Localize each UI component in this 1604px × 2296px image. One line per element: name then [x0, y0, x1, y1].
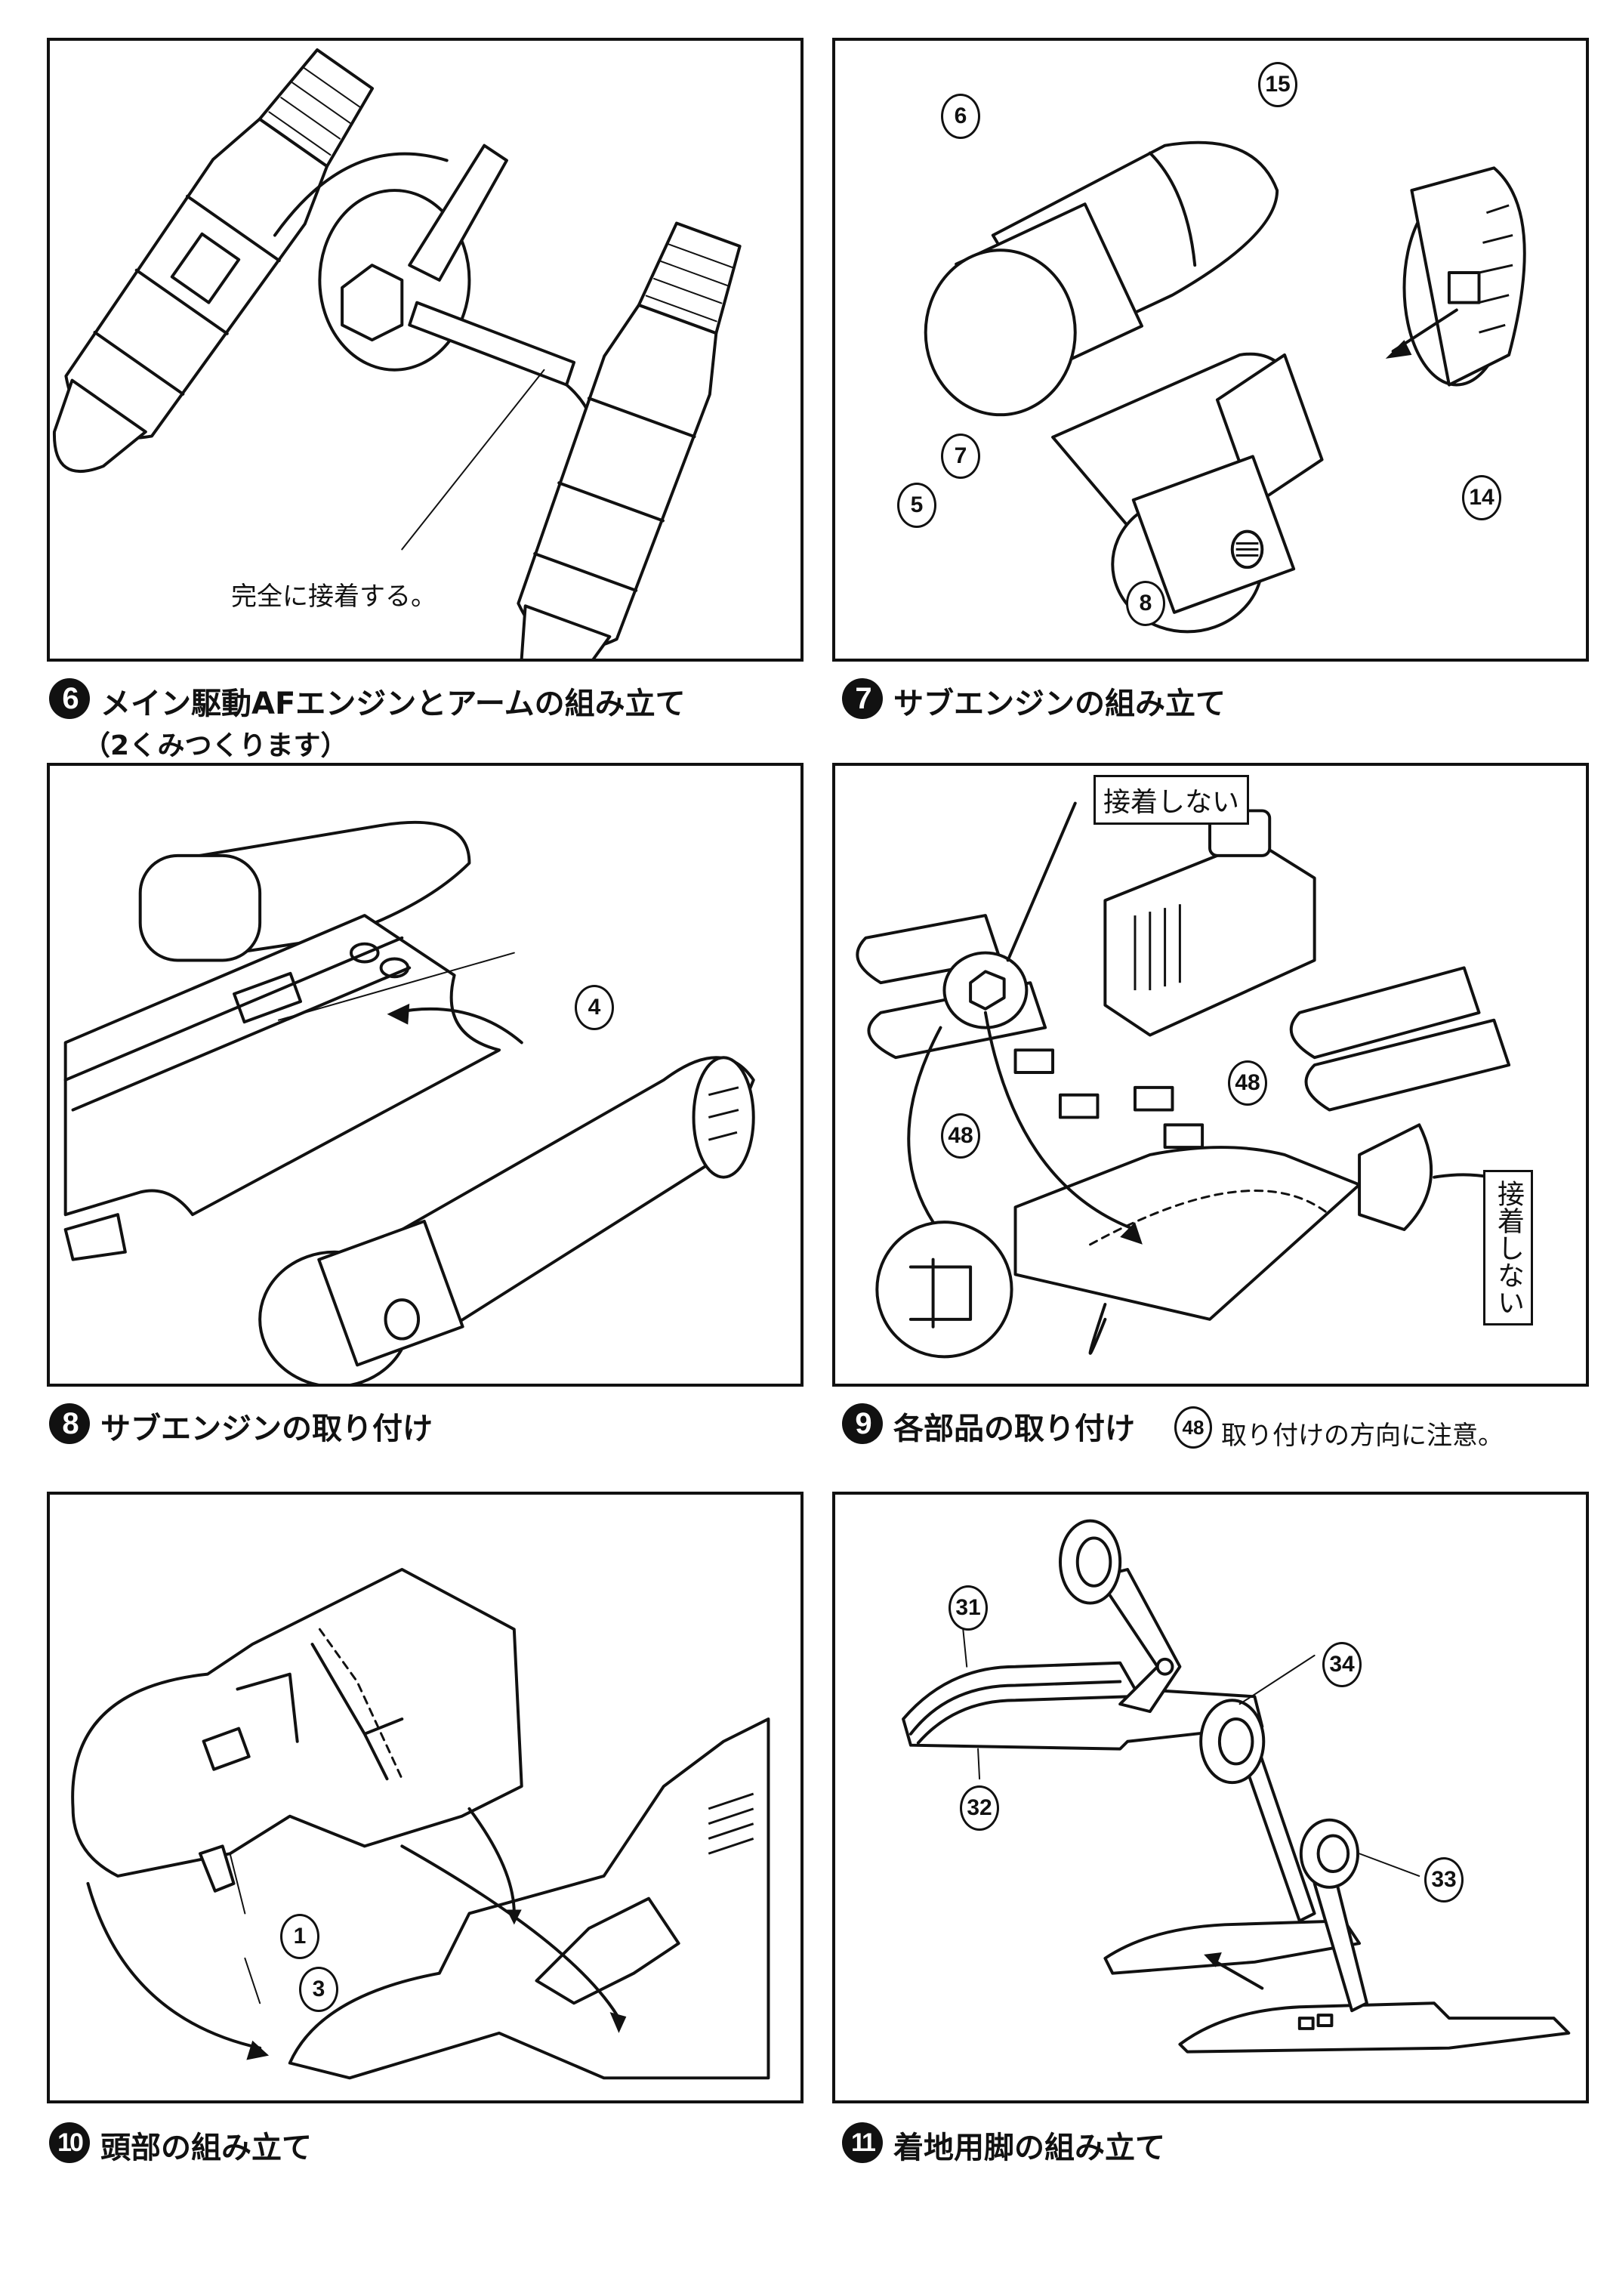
part-label-14: 14: [1462, 475, 1501, 520]
step-9-title: 各部品の取り付け: [893, 1412, 1135, 1446]
step-7-caption: 7 サブエンジンの組み立て: [842, 678, 1226, 719]
step-9-panel: 接着しない 接着しない 48 48: [832, 763, 1589, 1387]
part-label-33: 33: [1424, 1857, 1464, 1903]
step-6-title: メイン駆動AFエンジンとアームの組み立て: [100, 687, 686, 721]
sub-engine-mount-illustration: [63, 820, 755, 1384]
step-8-caption: 8 サブエンジンの取り付け: [49, 1403, 433, 1444]
step-6-panel: 完全に接着する。: [47, 38, 804, 662]
step-7-title: サブエンジンの組み立て: [893, 687, 1226, 721]
step-8-panel: 4: [47, 763, 804, 1387]
step-6-number: 6: [49, 678, 90, 719]
part-label-32: 32: [960, 1785, 999, 1831]
sub-engine-illustration: [924, 140, 1526, 634]
part-label-3: 3: [299, 1967, 338, 2012]
landing-leg-illustration: [902, 1519, 1571, 2054]
note-orientation-text: 取り付けの方向に注意。: [1221, 1421, 1504, 1451]
part-label-48-left: 48: [941, 1113, 980, 1159]
step-7-panel: 15 6 7 14 5 8: [832, 38, 1589, 662]
step-11-title: 着地用脚の組み立て: [893, 2131, 1165, 2165]
part-label-4: 4: [575, 985, 614, 1030]
step-10-caption: 10 頭部の組み立て: [49, 2122, 312, 2163]
no-glue-callout-side: 接着しない: [1483, 1170, 1533, 1325]
part-label-6: 6: [941, 94, 980, 139]
part-label-8: 8: [1126, 581, 1165, 626]
step-6-subtitle: （2くみつくります）: [83, 730, 348, 761]
step-8-number: 8: [49, 1403, 90, 1444]
parts-attachment-illustration: [856, 801, 1519, 1359]
part-label-48-right: 48: [1228, 1060, 1267, 1106]
part-label-5: 5: [897, 483, 936, 528]
glue-annotation: 完全に接着する。: [231, 582, 436, 612]
step-10-panel: 1 3: [47, 1492, 804, 2103]
part-label-7: 7: [941, 434, 980, 479]
step-9-orientation-note: 48 取り付けの方向に注意。: [1174, 1406, 1504, 1449]
no-glue-callout-top: 接着しない: [1093, 775, 1250, 825]
step-10-title: 頭部の組み立て: [100, 2131, 312, 2165]
step-7-number: 7: [842, 678, 883, 719]
step-10-number: 10: [49, 2122, 90, 2163]
part-label-34: 34: [1322, 1642, 1362, 1687]
step-9-caption: 9 各部品の取り付け: [842, 1403, 1135, 1444]
step-11-panel: 31 32 34 33: [832, 1492, 1589, 2103]
part-label-1: 1: [280, 1914, 319, 1959]
note-part-48: 48: [1174, 1406, 1212, 1449]
part-label-31: 31: [949, 1585, 988, 1631]
main-engine-arm-illustration: [52, 48, 742, 659]
step-8-title: サブエンジンの取り付け: [100, 1412, 433, 1446]
step-9-number: 9: [842, 1403, 883, 1444]
step-11-number: 11: [842, 2122, 883, 2163]
head-assembly-illustration: [71, 1568, 770, 2080]
part-label-15: 15: [1258, 62, 1297, 107]
step-11-caption: 11 着地用脚の組み立て: [842, 2122, 1165, 2163]
step-6-caption: 6 メイン駆動AFエンジンとアームの組み立て: [49, 678, 686, 719]
